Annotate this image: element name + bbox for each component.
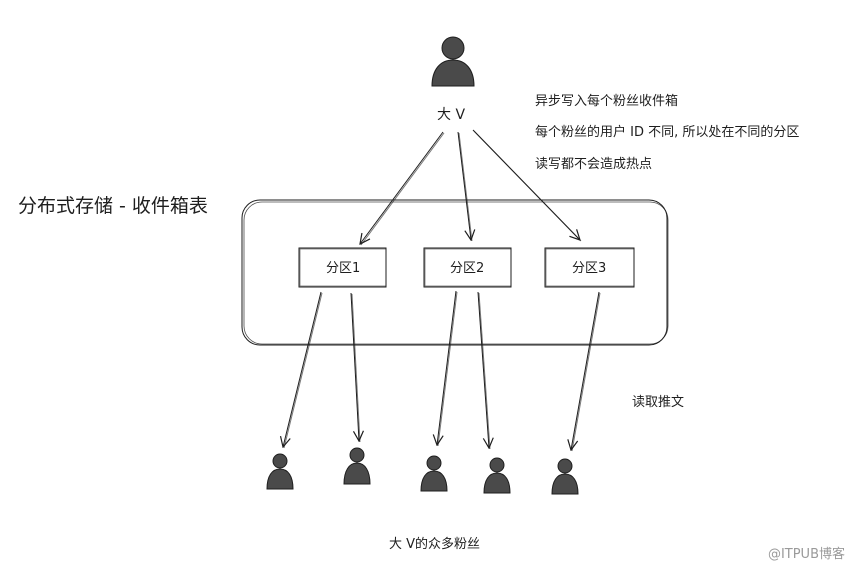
watermark-text: @ITPUB博客 <box>767 547 845 562</box>
partition-label-3: 分区3 <box>572 261 607 276</box>
partition-box-2 <box>423 247 512 288</box>
follower-person-icon <box>266 453 294 490</box>
follower-person-icon <box>343 447 371 485</box>
partition-box-3 <box>544 247 635 288</box>
celebrity-person-icon <box>431 36 475 87</box>
write-arrow-2 <box>457 131 471 240</box>
celebrity-label: 大 V <box>437 107 466 123</box>
read-arrow-2a <box>437 290 457 445</box>
note-different-partitions: 每个粉丝的用户 ID 不同, 所以处在不同的分区 <box>535 125 800 140</box>
note-async-write: 异步写入每个粉丝收件箱 <box>535 94 679 109</box>
inbox-table-container <box>241 199 669 346</box>
partition-box-1 <box>298 247 387 288</box>
follower-person-icon <box>420 455 448 492</box>
read-tweets-label: 读取推文 <box>632 395 685 410</box>
follower-person-icon <box>551 458 579 495</box>
follower-person-icon <box>483 457 511 494</box>
read-arrows <box>283 290 601 451</box>
read-arrow-1b <box>350 292 359 441</box>
read-arrow-1a <box>283 291 322 447</box>
read-arrow-2b <box>477 291 489 448</box>
diagram-title: 分布式存储 - 收件箱表 <box>18 195 208 217</box>
write-arrow-1 <box>360 131 444 244</box>
partition-label-2: 分区2 <box>450 261 485 276</box>
write-arrows <box>360 129 582 246</box>
read-arrow-3 <box>571 291 600 450</box>
followers-label: 大 V的众多粉丝 <box>389 537 481 552</box>
partition-label-1: 分区1 <box>326 261 361 276</box>
note-no-hotspot: 读写都不会造成热点 <box>535 157 653 172</box>
